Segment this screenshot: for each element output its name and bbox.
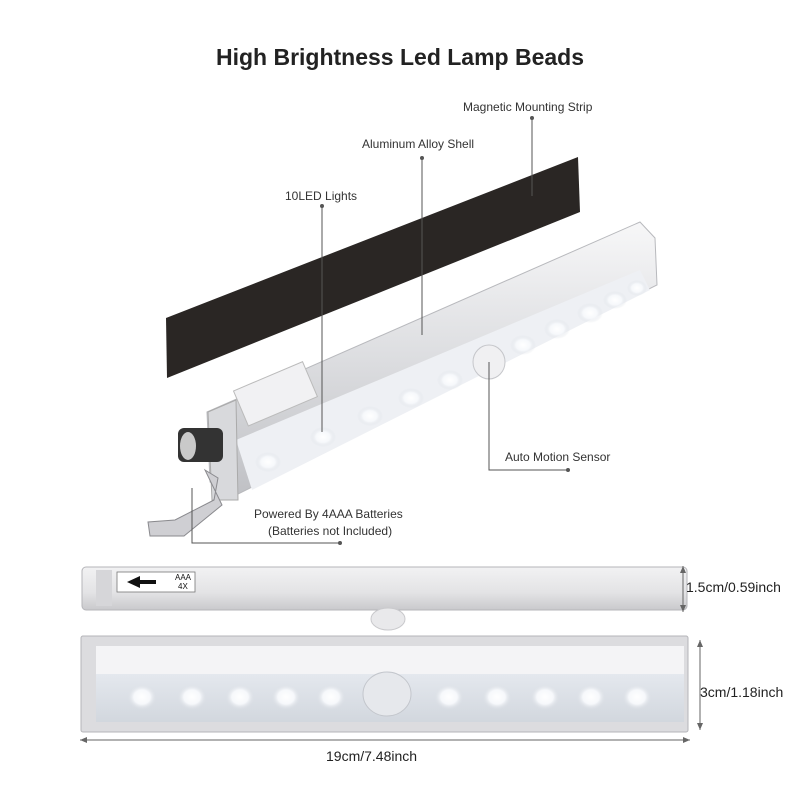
led-beads-angled: [255, 280, 647, 472]
dimension-lines: [80, 566, 701, 741]
callout-batteries: Powered By 4AAA Batteries: [254, 507, 403, 521]
callout-magnetic-strip: Magnetic Mounting Strip: [463, 100, 593, 114]
callout-motion-sensor: Auto Motion Sensor: [505, 450, 611, 464]
lamp-bar-angled: [147, 221, 658, 537]
led-beads-front: [127, 684, 652, 710]
motion-sensor-front: [362, 671, 412, 717]
dimension-height: 1.5cm/0.59inch: [686, 579, 781, 595]
callout-dots: [320, 116, 570, 545]
dimension-length: 19cm/7.48inch: [326, 748, 418, 764]
callout-led-lights: 10LED Lights: [285, 189, 358, 203]
dimension-arrows: [80, 566, 703, 743]
callout-lines: [191, 118, 568, 544]
magnetic-strip: [166, 157, 580, 378]
battery-label-count: 4X: [178, 582, 188, 591]
callout-batteries-note: (Batteries not Included): [268, 524, 393, 538]
dimension-depth: 3cm/1.18inch: [700, 684, 784, 700]
lamp-bar-front-view: [80, 635, 689, 733]
lamp-bar-top-view: [81, 566, 688, 631]
motion-sensor-top: [370, 607, 406, 631]
battery-label-type: AAA: [175, 573, 192, 582]
page-title: High Brightness Led Lamp Beads: [215, 44, 585, 70]
callout-aluminum-shell: Aluminum Alloy Shell: [362, 137, 475, 151]
